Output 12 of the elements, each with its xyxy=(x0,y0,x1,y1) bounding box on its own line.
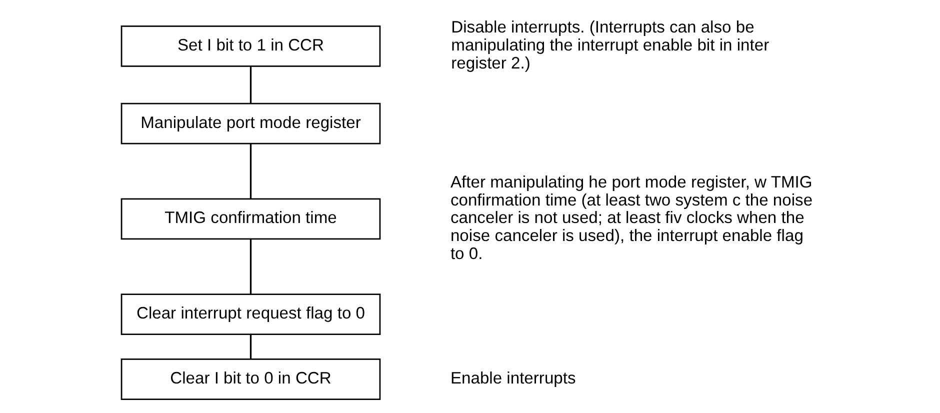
connector xyxy=(249,239,252,294)
node-box: Clear interrupt request flag to 0 xyxy=(120,294,380,336)
label: After manipulating he port mode register, w TMIG confirmation time (at least two system c the noise canceler is not used; at least fiv clocks when the noise canceler is used), the interrupt enable flag to 0. xyxy=(450,172,812,264)
node-box: TMIG confirmation time xyxy=(120,198,380,240)
node-box: Set I bit to 1 in CCR xyxy=(120,25,380,67)
node-box: Manipulate port mode register xyxy=(120,102,380,144)
node-box: Clear I bit to 0 in CCR xyxy=(120,358,380,400)
connector xyxy=(249,66,252,104)
label: Disable interrupts. (Interrupts can also be manipulating the interrupt enable bit in inter register 2.) xyxy=(450,18,769,72)
connector xyxy=(249,144,252,199)
label: Enable interrupts xyxy=(450,368,576,388)
connector xyxy=(249,334,252,359)
